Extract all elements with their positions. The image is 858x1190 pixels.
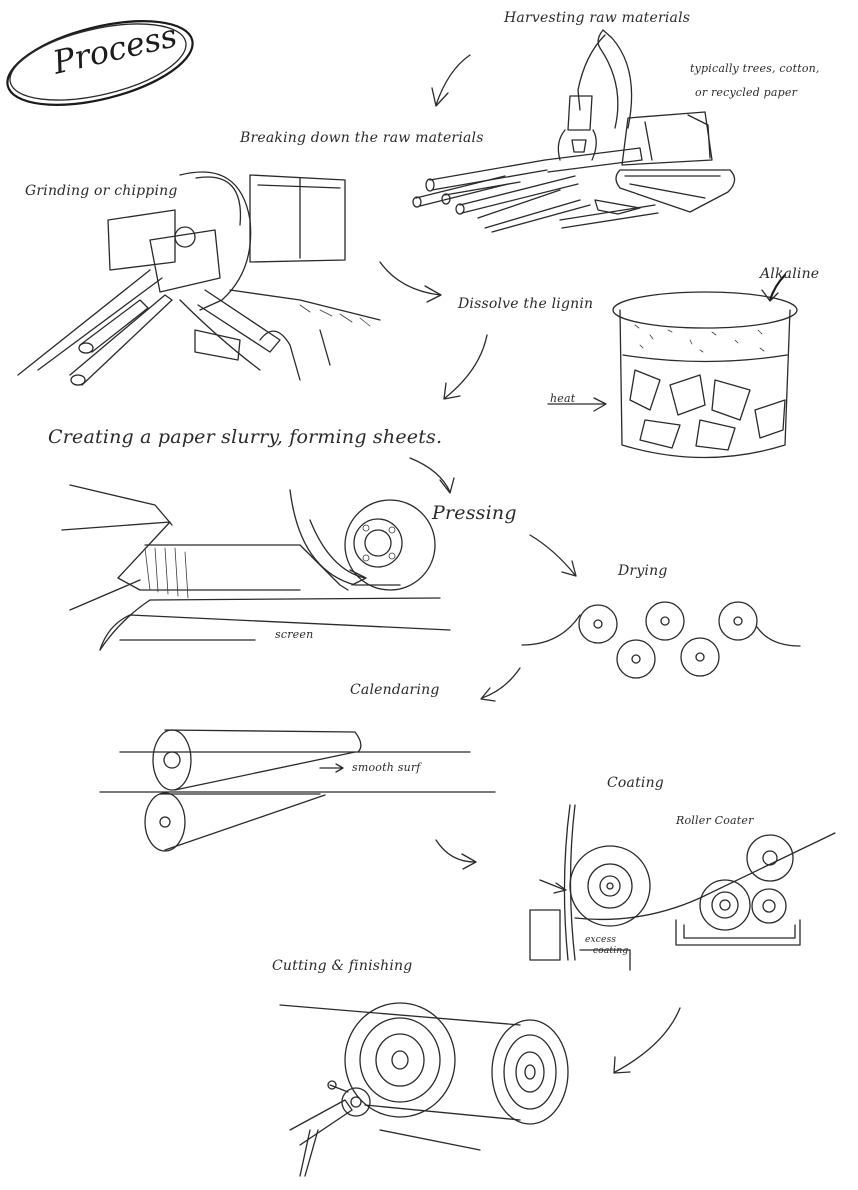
label-grinding: Grinding or chipping xyxy=(25,183,178,199)
drying-rollers-illustration xyxy=(522,602,800,678)
label-pressing: Pressing xyxy=(432,502,517,524)
slurry-forming-illustration xyxy=(62,485,450,650)
label-screen: screen xyxy=(275,628,313,641)
label-breaking-down: Breaking down the raw materials xyxy=(240,130,484,146)
label-excess-1: excess xyxy=(585,935,616,945)
alkaline-vat-illustration xyxy=(613,275,797,458)
label-dissolve: Dissolve the lignin xyxy=(458,296,593,312)
chipper-illustration xyxy=(18,172,380,385)
label-excess-2: coating xyxy=(593,946,628,956)
label-harvesting: Harvesting raw materials xyxy=(504,10,690,26)
label-calendaring: Calendaring xyxy=(350,682,440,698)
label-smooth-surface: smooth surf xyxy=(352,761,421,774)
label-cutting: Cutting & finishing xyxy=(272,958,412,974)
label-harvest-note-2: or recycled paper xyxy=(695,86,797,99)
label-roller-coater: Roller Coater xyxy=(676,814,754,827)
calendaring-illustration xyxy=(100,730,495,851)
label-drying: Drying xyxy=(618,563,667,579)
excavator-illustration xyxy=(558,30,734,212)
label-slurry: Creating a paper slurry, forming sheets. xyxy=(48,426,442,448)
label-heat: heat xyxy=(550,392,575,405)
coating-illustration xyxy=(530,805,835,970)
logs-illustration xyxy=(413,148,658,232)
label-alkaline: Alkaline xyxy=(760,266,819,282)
label-coating: Coating xyxy=(607,775,664,791)
cutting-finishing-illustration xyxy=(280,1003,568,1176)
label-harvest-note-1: typically trees, cotton, xyxy=(690,62,820,75)
